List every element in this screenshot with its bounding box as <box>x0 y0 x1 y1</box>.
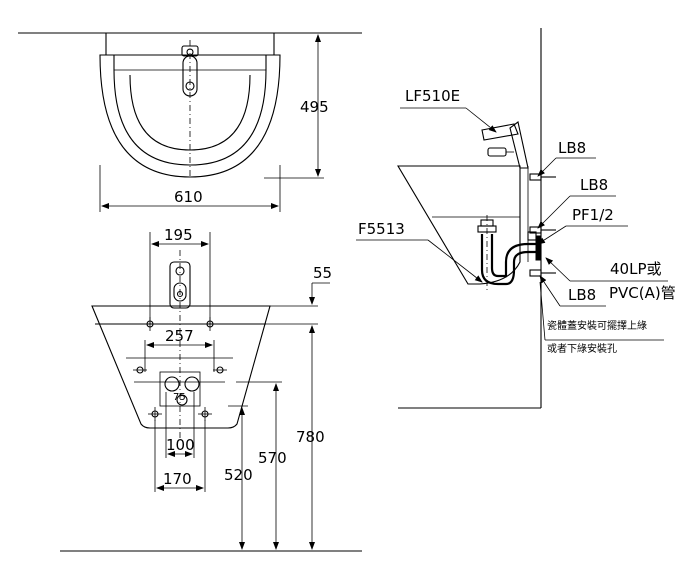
basin-rim-inner <box>113 55 267 166</box>
dim-520: 520 <box>224 466 253 484</box>
dim-center-sq: 75 <box>173 392 186 403</box>
drain-bracket-box <box>159 371 201 407</box>
side-basin-outline <box>397 165 521 285</box>
drain-hole-right <box>184 376 200 392</box>
trap-label-line2: PVC(A)管 <box>609 284 676 302</box>
pipe-fitting-label: PF1/2 <box>572 206 614 224</box>
dim-rim: 55 <box>313 264 332 282</box>
dim-depth: 495 <box>300 98 329 116</box>
trap-label-line1: 40LP或 <box>610 260 662 278</box>
note-line2: 或者下綠安裝孔 <box>547 342 617 355</box>
dim-width: 610 <box>174 188 203 206</box>
dim-inner-bottom: 100 <box>166 436 195 454</box>
bolt-label-top: LB8 <box>558 139 586 157</box>
dim-hole-spacing: 195 <box>164 226 193 244</box>
bolt-label-mid: LB8 <box>580 176 608 194</box>
dim-bracket-top: 257 <box>165 327 194 345</box>
front-basin-outline <box>91 305 271 429</box>
basin-model-label: F5513 <box>358 220 405 238</box>
top-view: 495 610 <box>18 32 362 212</box>
mounting-hole-icon <box>143 317 217 331</box>
dim-780: 780 <box>296 428 325 446</box>
trap-pipe-icon <box>477 215 542 290</box>
dim-outer-bottom: 170 <box>163 470 192 488</box>
faucet-side-icon <box>481 121 529 169</box>
bolt-label-bottom: LB8 <box>568 286 596 304</box>
bolt-icon <box>529 173 556 277</box>
lower-mounting-hole-icon <box>133 366 227 421</box>
drain-hole-left <box>164 376 180 392</box>
front-view: 195 257 75 <box>60 226 362 552</box>
basin-bowl <box>129 74 251 151</box>
side-view: LF510E LB8 LB8 PF1/2 F5513 40LP或 PVC(A)管… <box>356 28 676 409</box>
note-line1: 瓷體蓋安裝可擺擇上綠 <box>547 319 647 332</box>
basin-outer-outline <box>99 33 281 178</box>
dim-570: 570 <box>258 449 287 467</box>
faucet-model-label: LF510E <box>405 87 460 105</box>
